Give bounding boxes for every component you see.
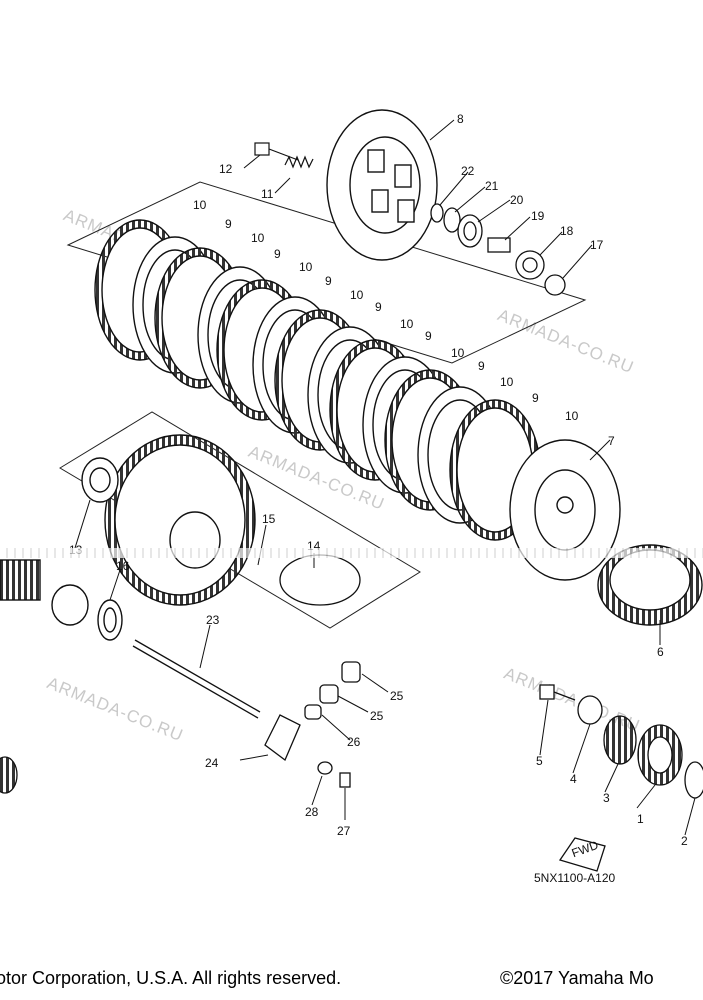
callout-25a: 25 — [390, 689, 404, 703]
callout-28: 28 — [305, 805, 319, 819]
callout-10e: 10 — [400, 317, 414, 331]
watermark-4: ARMADA-CO.RU — [44, 673, 186, 745]
leader-lines — [74, 119, 696, 836]
callout-18: 18 — [560, 224, 574, 238]
push-rod — [132, 639, 261, 719]
callout-10f: 10 — [451, 346, 465, 360]
callout-8: 8 — [457, 112, 464, 126]
callout-7: 7 — [608, 434, 615, 448]
assembly-outline-lower — [59, 411, 421, 629]
callout-11: 11 — [261, 187, 274, 201]
clutch-housing — [81, 434, 256, 606]
callout-19: 19 — [531, 209, 545, 223]
callout-10a: 10 — [193, 198, 207, 212]
callout-25b: 25 — [370, 709, 384, 723]
callout-22: 22 — [461, 164, 475, 178]
callout-labels: 1 2 3 4 5 6 7 8 9 9 9 9 9 9 9 10 10 10 1… — [69, 112, 688, 848]
callout-17: 17 — [590, 238, 604, 252]
callout-10g: 10 — [500, 375, 514, 389]
callout-9e: 9 — [425, 329, 432, 343]
copyright-right: ©2017 Yamaha Mo — [500, 968, 654, 988]
callout-5: 5 — [536, 754, 543, 768]
callout-10c: 10 — [299, 260, 313, 274]
callout-15: 15 — [262, 512, 276, 526]
diagram-code: 5NX1100-A120 — [534, 871, 615, 885]
push-lever-parts — [264, 661, 361, 788]
callout-24: 24 — [205, 756, 219, 770]
clutch-boss — [509, 439, 621, 581]
fwd-arrow-icon: FWD — [558, 837, 606, 872]
transmission-parts — [0, 684, 703, 799]
bearing-parts — [430, 203, 566, 296]
callout-26: 26 — [347, 735, 361, 749]
callout-10b: 10 — [251, 231, 265, 245]
callout-3: 3 — [603, 791, 610, 805]
callout-9a: 9 — [225, 217, 232, 231]
copyright-left: otor Corporation, U.S.A. All rights rese… — [0, 968, 342, 988]
callout-9b: 9 — [274, 247, 281, 261]
scan-seam — [0, 548, 703, 558]
callout-21: 21 — [485, 179, 499, 193]
callout-20: 20 — [510, 193, 524, 207]
callout-10d: 10 — [350, 288, 364, 302]
gear-6 — [597, 544, 703, 626]
callout-6: 6 — [657, 645, 664, 659]
callout-10h: 10 — [565, 409, 579, 423]
thrust-plate — [279, 554, 361, 606]
callout-9f: 9 — [478, 359, 485, 373]
callout-4: 4 — [570, 772, 577, 786]
spacer-parts — [0, 559, 123, 641]
callout-23: 23 — [206, 613, 220, 627]
callout-1: 1 — [637, 812, 644, 826]
callout-9d: 9 — [375, 300, 382, 314]
clutch-plate-stack — [94, 219, 541, 541]
callout-9c: 9 — [325, 274, 332, 288]
pressure-plate — [326, 109, 438, 261]
watermark-2: ARMADA-CO.RU — [495, 305, 637, 377]
callout-9g: 9 — [532, 391, 539, 405]
callout-27: 27 — [337, 824, 351, 838]
callout-2: 2 — [681, 834, 688, 848]
bolt-and-spring — [254, 142, 314, 169]
callout-16: 16 — [116, 559, 130, 573]
copyright-footer: otor Corporation, U.S.A. All rights rese… — [0, 962, 703, 1000]
callout-12: 12 — [219, 162, 233, 176]
